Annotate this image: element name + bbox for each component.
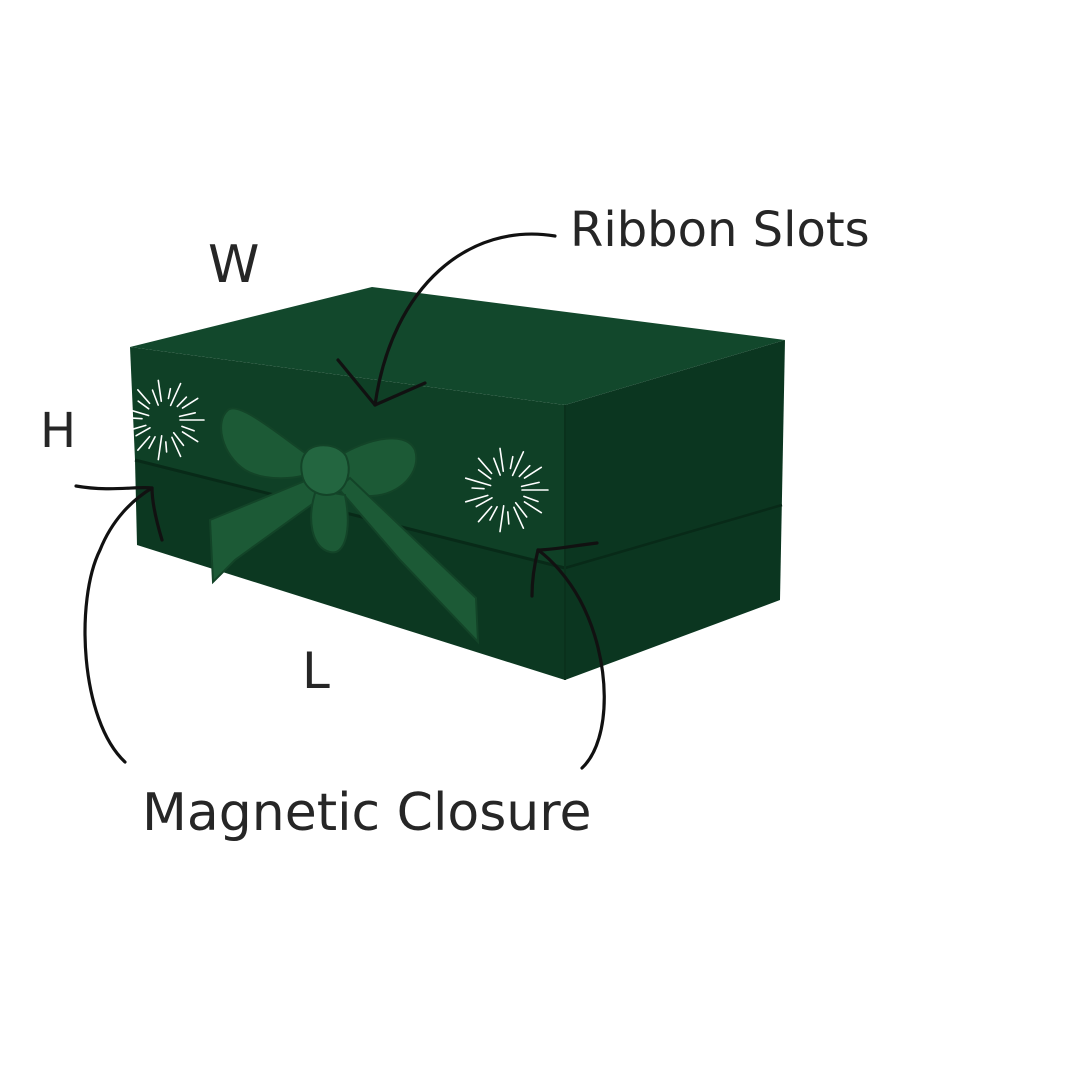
sparkle-ray xyxy=(492,457,502,476)
sparkle-ray xyxy=(181,397,199,409)
lid-seam-side xyxy=(564,503,783,570)
dimension-label-height: H xyxy=(40,403,76,459)
sparkle-ray xyxy=(513,506,525,530)
sparkle-ray xyxy=(464,477,492,487)
sparkle-ray xyxy=(489,505,498,521)
sparkle-ray xyxy=(151,389,159,406)
sparkle-ray xyxy=(124,407,150,417)
sparkle-ray xyxy=(162,757,168,788)
sparkle-ray xyxy=(121,786,146,802)
box-lid-top xyxy=(130,287,785,405)
sparkle-ray xyxy=(165,441,168,453)
sparkle-ray xyxy=(140,831,153,860)
arrowhead-magnet-left xyxy=(74,484,164,542)
sparkle-ray xyxy=(151,829,157,855)
sparkle-burst-icon-label xyxy=(108,757,213,863)
sparkle-ray xyxy=(506,511,510,525)
sparkle-ray xyxy=(171,826,191,854)
sparkle-ray xyxy=(108,796,138,806)
sparkle-ray xyxy=(477,469,492,480)
sparkle-ray xyxy=(475,496,493,508)
sparkle-ray xyxy=(157,379,163,403)
sparkle-burst-icon-right xyxy=(464,447,549,533)
sparkle-ray xyxy=(477,505,493,523)
sparkle-ray xyxy=(120,774,146,797)
sparkle-ray xyxy=(172,431,185,447)
sparkle-ray xyxy=(169,382,182,407)
curved-arrow-icon-ribbon xyxy=(373,232,557,407)
sparkle-ray xyxy=(176,396,188,408)
sparkle-ray xyxy=(171,821,192,842)
sparkle-ray xyxy=(136,771,149,791)
ribbon-knot xyxy=(300,444,350,496)
arrowhead-magnet-right xyxy=(530,541,599,598)
sparkle-ray xyxy=(477,457,493,475)
sparkle-ray xyxy=(135,426,151,437)
sparkle-ray xyxy=(167,387,172,400)
sparkle-ray xyxy=(464,494,489,503)
sparkle-ray xyxy=(119,819,139,829)
sparkle-ray xyxy=(171,436,182,458)
sparkle-ray xyxy=(179,801,205,808)
sparkle-ray xyxy=(178,411,196,418)
magnetic-closure-label: Magnetic Closure xyxy=(142,783,592,843)
sparkle-ray xyxy=(166,832,174,853)
sparkle-ray xyxy=(115,806,140,810)
sparkle-ray xyxy=(124,424,147,433)
box-right-side xyxy=(565,340,785,680)
curved-arrow-icon-magnet-left xyxy=(83,486,154,764)
ribbon-bow xyxy=(208,407,480,645)
sparkle-ray xyxy=(518,464,531,478)
sparkle-ray xyxy=(140,760,155,795)
sparkle-ray xyxy=(137,400,150,410)
sparkle-ray xyxy=(157,434,163,461)
arrowhead-ribbon xyxy=(336,358,427,407)
sparkle-ray xyxy=(181,425,195,432)
ribbon-lower-loop xyxy=(310,488,349,554)
sparkle-ray xyxy=(509,455,514,470)
sparkle-ray xyxy=(511,450,525,477)
sparkle-ray xyxy=(178,781,196,797)
sparkle-burst-icon-left xyxy=(124,379,205,461)
sparkle-ray xyxy=(137,388,151,405)
sparkle-ray xyxy=(131,417,143,420)
ribbon-slots-label: Ribbon Slots xyxy=(570,202,870,258)
dimension-label-width: W xyxy=(208,235,259,295)
sparkle-ray xyxy=(520,481,540,488)
sparkle-ray xyxy=(132,823,150,846)
sparkle-ray xyxy=(171,766,191,794)
sparkle-ray xyxy=(180,820,207,836)
sparkle-ray xyxy=(161,827,168,863)
lid-seam xyxy=(134,458,566,570)
sparkle-ray xyxy=(137,435,151,452)
sparkle-ray xyxy=(514,501,528,518)
sparkle-ray xyxy=(523,466,543,479)
sparkle-ray xyxy=(523,501,543,514)
sparkle-ray xyxy=(179,815,203,824)
ribbon-left-loop xyxy=(220,407,319,480)
sparkle-ray xyxy=(471,487,485,490)
sparkle-ray xyxy=(499,504,505,533)
sparkle-ray xyxy=(166,769,179,795)
sparkle-ray xyxy=(148,435,156,450)
sparkle-ray xyxy=(156,765,160,790)
sparkle-ray xyxy=(120,823,146,846)
curved-arrow-icon-magnet-right xyxy=(536,548,606,770)
sparkle-ray xyxy=(175,784,207,803)
sparkle-ray xyxy=(499,447,505,473)
dimension-label-length: L xyxy=(302,642,330,700)
sparkle-ray xyxy=(108,813,144,824)
sparkle-ray xyxy=(523,495,539,503)
sparkle-ray xyxy=(181,431,199,443)
